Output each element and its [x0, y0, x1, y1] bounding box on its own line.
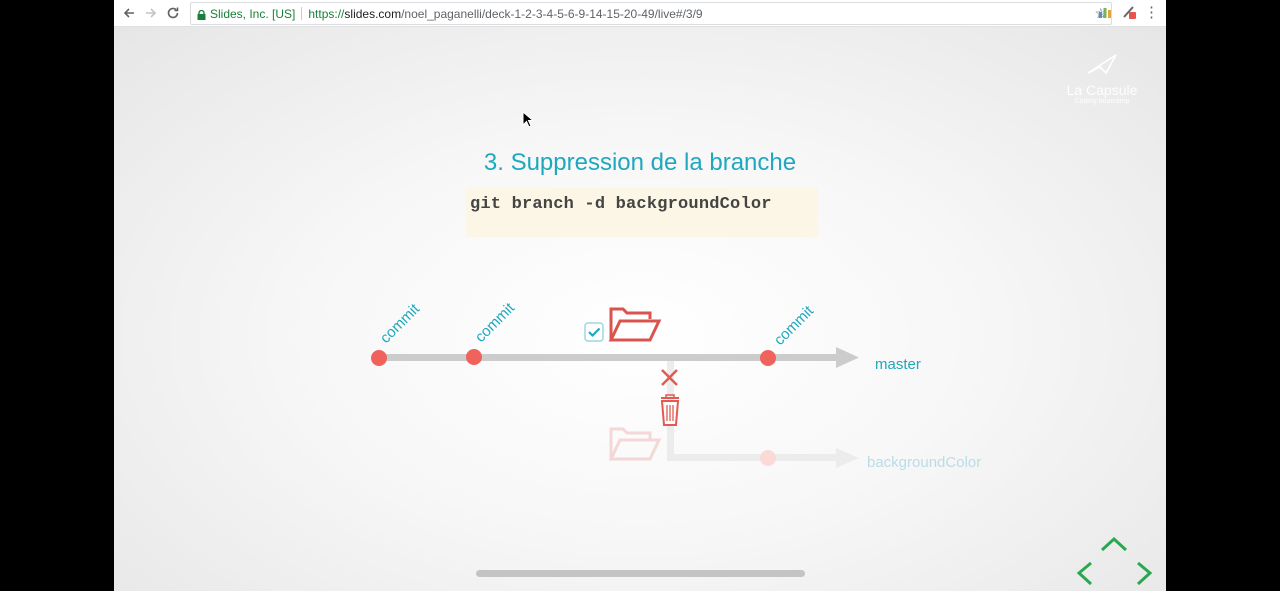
forward-icon[interactable] — [140, 2, 162, 24]
background-color-branch-label: backgroundColor — [867, 454, 981, 471]
checkbox-icon — [584, 322, 604, 342]
commit-label: commit — [771, 302, 818, 349]
horizontal-scrollbar[interactable] — [476, 570, 805, 577]
browser-window: Slides, Inc. [US] https://slides.com/noe… — [114, 0, 1166, 591]
trash-icon — [660, 394, 680, 426]
la-capsule-logo: La Capsule Coding bootcamp — [1062, 51, 1142, 105]
slide: 3. Suppression de la branche git branch … — [114, 27, 1166, 591]
folder-open-icon — [608, 307, 662, 342]
nav-right-icon[interactable] — [1136, 561, 1153, 586]
logo-name: La Capsule — [1066, 82, 1138, 98]
omnibox-divider — [301, 7, 303, 20]
master-arrowhead — [836, 347, 859, 368]
commit-label: commit — [377, 300, 424, 347]
branch-line — [667, 454, 839, 461]
url-scheme: https:// — [308, 6, 345, 21]
commit-dot — [466, 349, 482, 365]
reload-icon[interactable] — [162, 2, 184, 24]
code-block: git branch -d backgroundColor — [466, 188, 818, 237]
nav-left-icon[interactable] — [1076, 561, 1093, 586]
code-command: git branch -d backgroundColor — [470, 195, 772, 214]
git-branch-diagram: commit commit commit master backgroundCo… — [371, 299, 981, 471]
url-host: slides.com — [344, 6, 402, 21]
commit-dot — [760, 350, 776, 366]
address-bar[interactable]: Slides, Inc. [US] https://slides.com/noe… — [190, 2, 1112, 25]
mouse-cursor-icon — [522, 111, 534, 128]
url-path: /noel_paganelli/deck-1-2-3-4-5-6-9-14-15… — [401, 6, 703, 21]
master-line — [379, 354, 839, 361]
branch-arrowhead — [836, 448, 859, 468]
rocket-icon — [1087, 54, 1117, 75]
back-icon[interactable] — [118, 2, 140, 24]
branch-commit-dot — [760, 450, 776, 466]
secure-origin-label: Slides, Inc. [US] — [210, 6, 296, 21]
slide-navigation — [1076, 536, 1153, 586]
nav-up-icon[interactable] — [1100, 536, 1128, 552]
menu-icon[interactable]: ⋮ — [1144, 4, 1159, 21]
slide-title: 3. Suppression de la branche — [483, 149, 797, 176]
browser-toolbar: Slides, Inc. [US] https://slides.com/noe… — [114, 0, 1166, 27]
folder-open-icon — [608, 427, 662, 461]
master-branch-label: master — [875, 356, 921, 373]
extension-icon[interactable] — [1121, 4, 1137, 25]
logo-tagline: Coding bootcamp — [1074, 98, 1130, 105]
commit-dot — [371, 350, 387, 366]
extension-icon[interactable] — [1098, 5, 1112, 24]
lock-icon — [197, 9, 206, 20]
commit-label: commit — [472, 299, 519, 346]
close-icon — [661, 369, 678, 386]
